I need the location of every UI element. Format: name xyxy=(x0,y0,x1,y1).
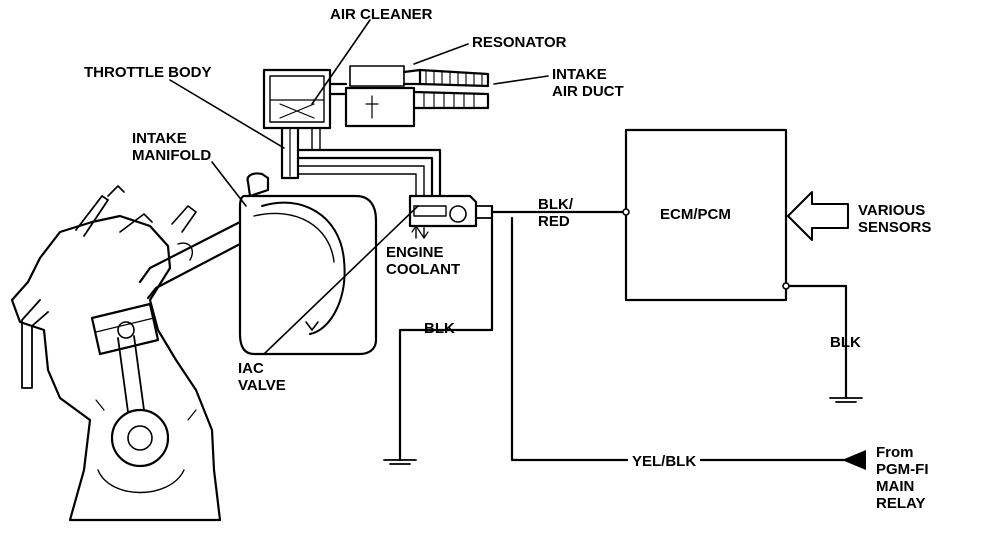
wire-blk-right xyxy=(784,284,848,400)
label-yel-blk: YEL/BLK xyxy=(628,453,701,470)
wire-blk-left xyxy=(398,204,494,462)
label-from-relay: From PGM-FI MAIN RELAY xyxy=(876,444,929,512)
label-intake-manifold: INTAKE MANIFOLD xyxy=(132,130,212,164)
air-cleaner-housing xyxy=(262,68,348,130)
label-blk-right: BLK xyxy=(830,334,861,351)
label-throttle-body: THROTTLE BODY xyxy=(84,64,212,81)
ecm-terminal-left xyxy=(622,208,630,216)
leader-throttle-body xyxy=(169,79,285,149)
ground-symbol-right xyxy=(829,397,863,403)
label-iac-valve: IAC VALVE xyxy=(238,360,286,394)
ecm-terminal-right xyxy=(782,282,790,290)
ground-symbol-left xyxy=(383,459,417,465)
engine-block xyxy=(10,185,222,522)
throttle-body xyxy=(280,126,442,198)
label-blk-red: BLK/ RED xyxy=(538,196,573,230)
leader-intake-manifold xyxy=(211,161,247,207)
wiring xyxy=(398,204,862,462)
intake-air-duct xyxy=(402,68,490,110)
leader-iac-valve xyxy=(263,205,419,355)
label-various-sensors: VARIOUS SENSORS xyxy=(858,202,932,236)
relay-input-arrow xyxy=(842,450,866,470)
label-air-cleaner: AIR CLEANER xyxy=(330,6,433,23)
label-intake-air-duct: INTAKE AIR DUCT xyxy=(552,66,624,100)
label-ecm-pcm: ECM/PCM xyxy=(660,206,731,223)
leader-air-cleaner xyxy=(311,19,371,105)
sensors-arrow xyxy=(787,191,849,241)
intake-manifold xyxy=(138,172,378,356)
label-blk-left: BLK xyxy=(424,320,455,337)
resonator xyxy=(344,65,416,128)
leader-resonator xyxy=(413,43,469,65)
leader-lines xyxy=(169,19,549,355)
wire-yel-blk xyxy=(510,216,862,462)
iac-valve-body xyxy=(408,194,493,239)
label-resonator: RESONATOR xyxy=(472,34,567,51)
label-engine-coolant: ENGINE COOLANT xyxy=(386,244,461,278)
leader-intake-air-duct xyxy=(493,75,549,85)
